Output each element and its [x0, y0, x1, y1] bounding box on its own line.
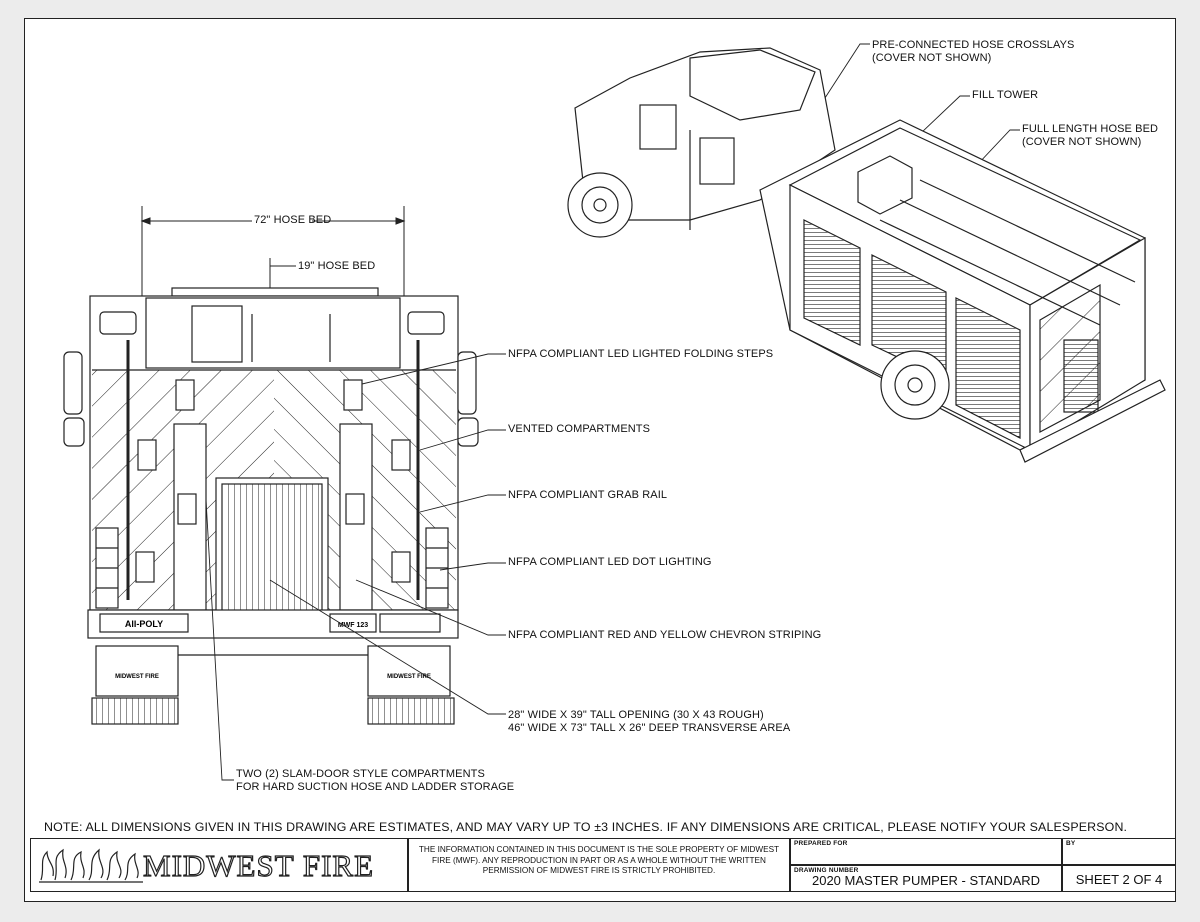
- dimension-note: NOTE: ALL DIMENSIONS GIVEN IN THIS DRAWI…: [44, 820, 1128, 834]
- callout-19-hose-bed: 19" HOSE BED: [298, 260, 376, 272]
- callout-opening-line1: 28" WIDE X 39" TALL OPENING (30 X 43 ROU…: [508, 709, 764, 721]
- callout-full-hose-bed-line2: (COVER NOT SHOWN): [1022, 136, 1142, 148]
- title-block-drawing-number: DRAWING NUMBER 2020 MASTER PUMPER - STAN…: [790, 865, 1062, 892]
- bumper-label-right: MWF 123: [338, 622, 368, 629]
- callout-fill-tower: FILL TOWER: [972, 89, 1039, 101]
- flame-logo-icon: [39, 848, 143, 883]
- title-block-prepared-for: PREPARED FOR: [790, 838, 1062, 865]
- callout-chevron-striping: NFPA COMPLIANT RED AND YELLOW CHEVRON ST…: [508, 629, 822, 641]
- drawing-number-value: 2020 MASTER PUMPER - STANDARD: [811, 873, 1041, 888]
- mudflap-label-right: MIDWEST FIRE: [387, 674, 431, 680]
- callout-vented-compartments: VENTED COMPARTMENTS: [508, 423, 651, 435]
- drawing-number-label: DRAWING NUMBER: [794, 867, 859, 874]
- callout-folding-steps: NFPA COMPLIANT LED LIGHTED FOLDING STEPS: [508, 348, 774, 360]
- callout-full-hose-bed: FULL LENGTH HOSE BED (COVER NOT SHOWN): [1022, 123, 1158, 149]
- callout-grab-rail: NFPA COMPLIANT GRAB RAIL: [508, 489, 668, 501]
- prepared-for-label: PREPARED FOR: [794, 840, 848, 847]
- title-block-legal: THE INFORMATION CONTAINED IN THIS DOCUME…: [408, 838, 790, 892]
- rear-body: [63, 287, 479, 725]
- isometric-view-drawing: [567, 47, 1166, 463]
- callout-slam-door-line2: FOR HARD SUCTION HOSE AND LADDER STORAGE: [236, 781, 515, 793]
- mudflap-label-left: MIDWEST FIRE: [115, 674, 159, 680]
- callout-72-hose-bed: 72" HOSE BED: [254, 214, 332, 226]
- company-name: MIDWEST FIRE: [142, 847, 375, 883]
- callout-opening-line2: 46" WIDE X 73" TALL X 26" DEEP TRANSVERS…: [508, 722, 791, 734]
- by-label: BY: [1066, 840, 1076, 847]
- title-block-sheet: SHEET 2 OF 4: [1062, 865, 1176, 892]
- callout-crosslays-line1: PRE-CONNECTED HOSE CROSSLAYS: [872, 39, 1075, 51]
- sheet-number: SHEET 2 OF 4: [1075, 872, 1163, 887]
- callout-crosslays-line2: (COVER NOT SHOWN): [872, 52, 992, 64]
- title-block-by: BY: [1062, 838, 1176, 865]
- callout-slam-door-line1: TWO (2) SLAM-DOOR STYLE COMPARTMENTS: [236, 768, 485, 780]
- title-block-logo: MIDWEST FIRE: [30, 838, 408, 892]
- bumper-label-left: All-POLY: [125, 619, 163, 629]
- callout-full-hose-bed-line1: FULL LENGTH HOSE BED: [1022, 123, 1159, 135]
- callout-crosslays: PRE-CONNECTED HOSE CROSSLAYS (COVER NOT …: [872, 39, 1074, 65]
- callout-slam-door: TWO (2) SLAM-DOOR STYLE COMPARTMENTS FOR…: [236, 768, 514, 794]
- callout-dot-lighting: NFPA COMPLIANT LED DOT LIGHTING: [508, 556, 712, 568]
- dimension-72-hose-bed: [140, 206, 406, 300]
- legal-notice: THE INFORMATION CONTAINED IN THIS DOCUME…: [418, 845, 780, 875]
- callout-opening: 28" WIDE X 39" TALL OPENING (30 X 43 ROU…: [508, 709, 790, 735]
